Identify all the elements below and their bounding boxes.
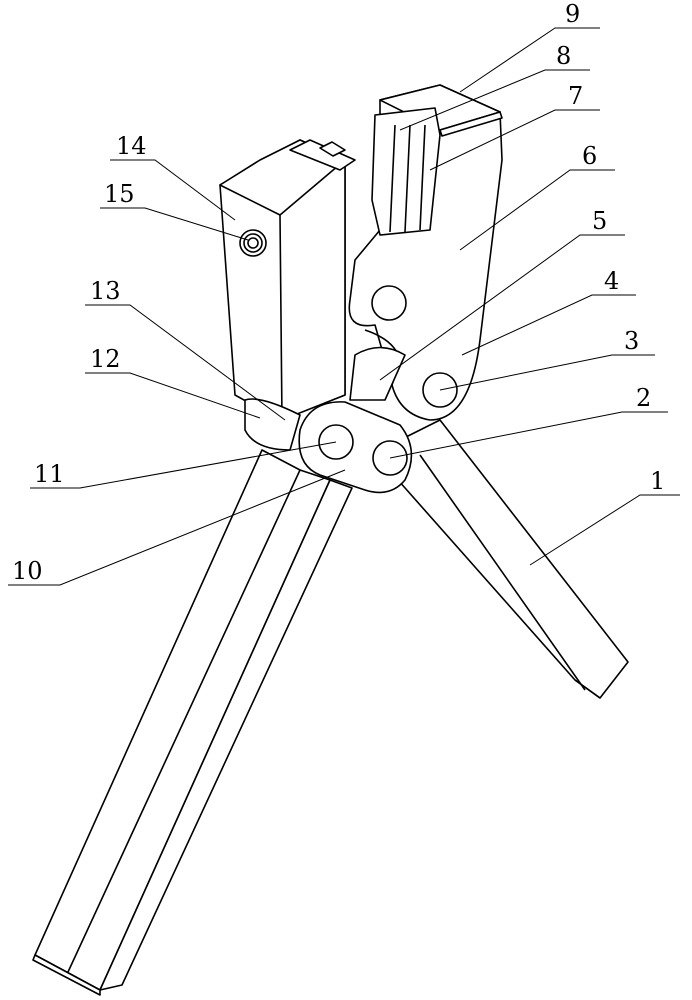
label-5: 5: [592, 207, 607, 235]
body-block: [220, 140, 355, 420]
label-7: 7: [568, 82, 583, 110]
label-3: 3: [624, 327, 639, 355]
label-12: 12: [90, 345, 121, 373]
label-6: 6: [582, 142, 597, 170]
label-1: 1: [650, 467, 665, 495]
label-14: 14: [116, 132, 147, 160]
label-11: 11: [34, 460, 65, 488]
right-handle: [398, 420, 628, 698]
label-2: 2: [636, 384, 651, 412]
label-15: 15: [104, 180, 135, 208]
label-10: 10: [12, 557, 43, 585]
label-8: 8: [556, 42, 571, 70]
label-13: 13: [90, 277, 121, 305]
label-9: 9: [565, 0, 580, 28]
label-4: 4: [604, 267, 619, 295]
